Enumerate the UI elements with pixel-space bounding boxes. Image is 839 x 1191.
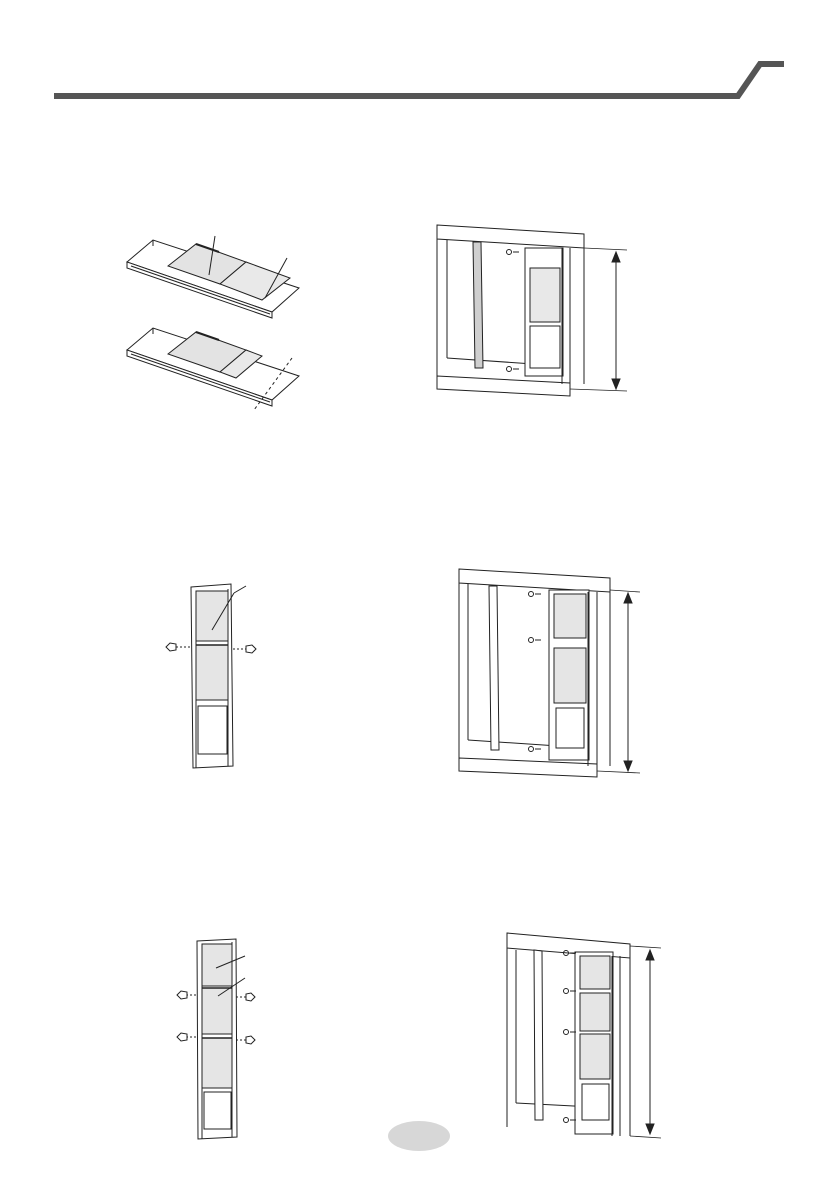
page-number-badge xyxy=(388,1121,450,1151)
